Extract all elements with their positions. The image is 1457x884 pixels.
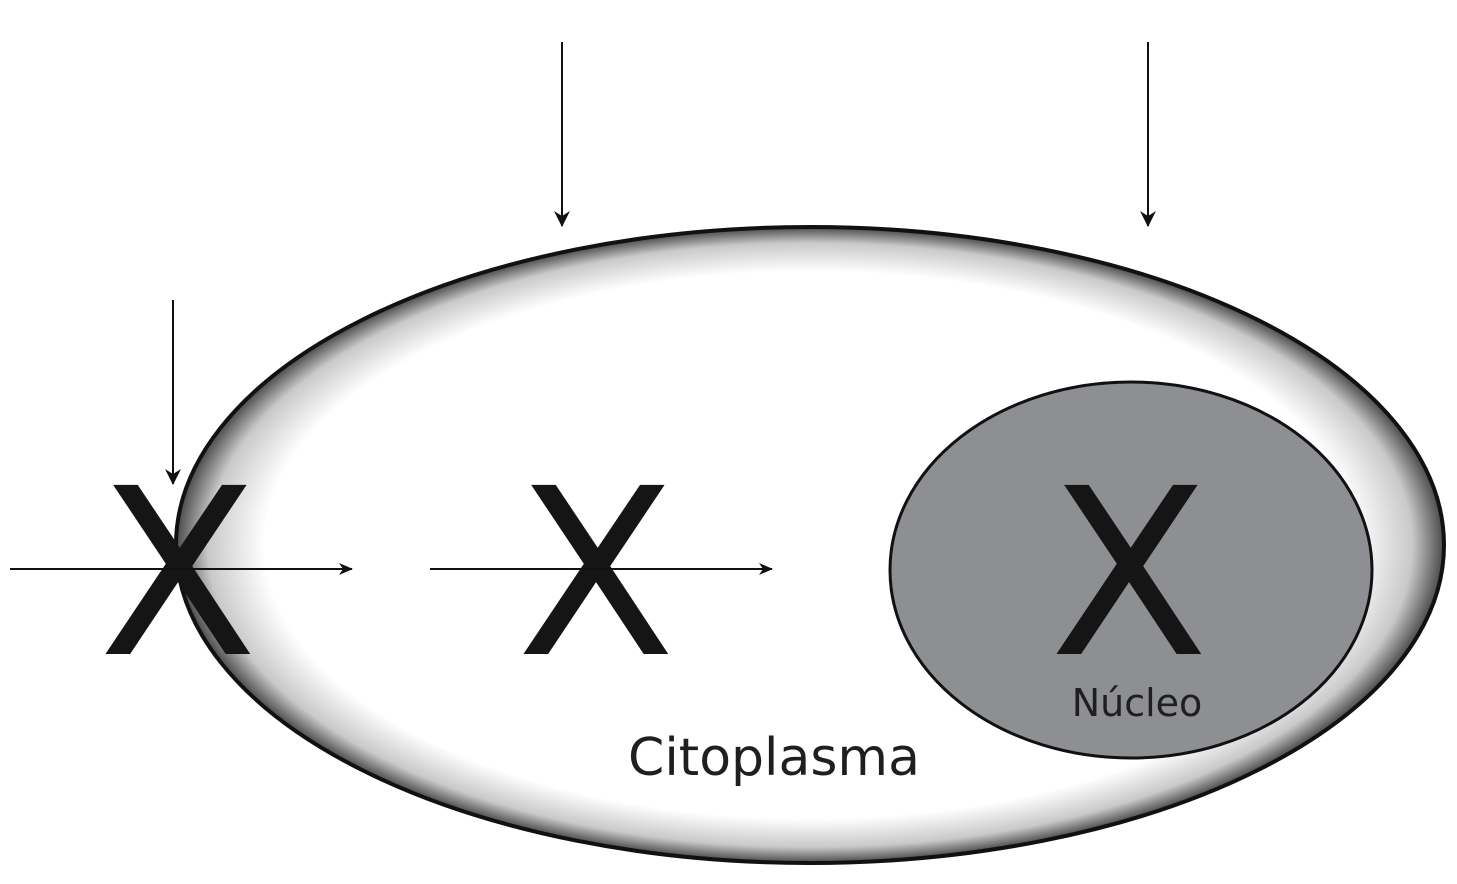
molecule-x-membrane: X — [99, 439, 258, 709]
nucleus — [888, 380, 1374, 760]
cytoplasm-label: Citoplasma — [628, 728, 920, 788]
molecule-x-cytoplasm: X — [517, 439, 676, 709]
molecule-x-nucleus: X — [1050, 439, 1209, 709]
nucleus-label: Núcleo — [1072, 681, 1203, 725]
